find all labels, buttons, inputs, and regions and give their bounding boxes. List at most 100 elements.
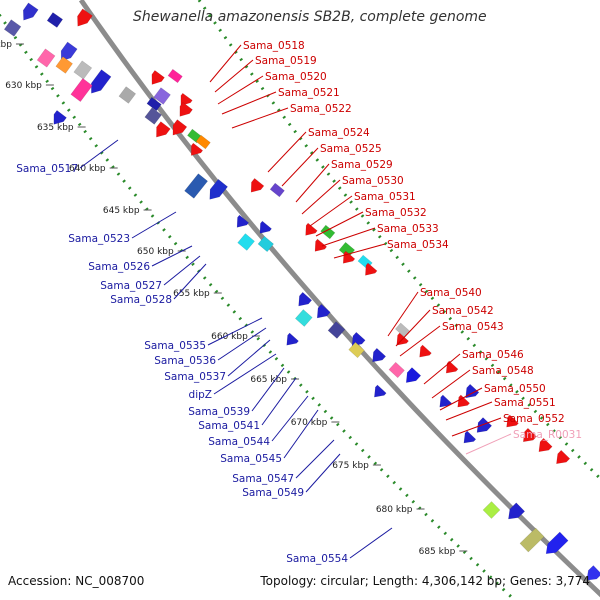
gene-feature [348, 341, 365, 359]
label-layer: Sama_0518Sama_0519Sama_0520Sama_0521Sama… [16, 40, 582, 565]
gene-label-reverse[interactable]: Sama_0537 [164, 371, 226, 383]
gene-label-forward[interactable]: Sama_0543 [442, 321, 504, 333]
gene-label-forward[interactable]: Sama_0522 [290, 103, 352, 115]
gene-feature [53, 110, 67, 125]
leader-line [399, 325, 441, 357]
gene-label-reverse[interactable]: Sama_0547 [232, 473, 294, 485]
leader-line [227, 339, 271, 377]
leader-line [333, 243, 386, 259]
gene-label-forward[interactable]: Sama_0546 [462, 349, 524, 361]
tick-label: 640 kbp [69, 164, 106, 174]
gene-label-reverse[interactable]: Sama_0545 [220, 453, 282, 465]
leader-line [173, 263, 207, 300]
gene-label-reverse[interactable]: Sama_0528 [110, 294, 172, 306]
tick-label: 675 kbp [332, 461, 369, 471]
gene-label-reverse[interactable]: Sama_0536 [154, 355, 216, 367]
accession-text: Accession: NC_008700 [8, 574, 145, 588]
leader-line [295, 163, 330, 203]
leader-line [163, 255, 201, 286]
leader-line [267, 131, 307, 173]
gene-feature [259, 220, 272, 234]
gene-label-reverse[interactable]: Sama_0541 [198, 420, 260, 432]
gene-label-forward[interactable]: Sama_0521 [278, 87, 340, 99]
leader-line [349, 527, 393, 559]
gene-label-forward[interactable]: Sama_0520 [265, 71, 327, 83]
tick-label: 665 kbp [250, 375, 287, 385]
gene-feature [91, 69, 112, 94]
gene-label-reverse[interactable]: Sama_0549 [242, 487, 304, 499]
tick-label: 685 kbp [419, 547, 456, 557]
leader-line [423, 353, 461, 385]
gene-feature [294, 309, 313, 327]
gene-feature [179, 102, 193, 117]
gene-label-forward[interactable]: Sama_0532 [365, 207, 427, 219]
leader-line [217, 75, 264, 105]
gene-label-reverse[interactable]: Sama_0554 [286, 553, 348, 565]
gene-label-reverse[interactable]: Sama_0523 [68, 233, 130, 245]
gene-feature [316, 303, 331, 319]
gene-label-reverse[interactable]: Sama_0517 [16, 163, 78, 175]
leader-line [131, 211, 177, 239]
gene-feature [476, 417, 493, 433]
leader-line [295, 439, 335, 479]
gene-feature [405, 367, 422, 383]
gene-feature [36, 48, 56, 68]
tick-label: 645 kbp [103, 206, 140, 216]
gene-label-forward[interactable]: Sama_0525 [320, 143, 382, 155]
gene-feature [556, 449, 571, 465]
gene-label-forward[interactable]: Sama_0550 [484, 383, 546, 395]
map-title: Shewanella amazonensis SB2B, complete ge… [133, 9, 487, 25]
gene-label-reverse[interactable]: Sama_0535 [144, 340, 206, 352]
gene-label-forward[interactable]: Sama_0519 [255, 55, 317, 67]
gene-label-reverse[interactable]: Sama_0544 [208, 436, 270, 448]
gene-label-forward[interactable]: Sama_0518 [243, 40, 305, 52]
gene-label-forward[interactable]: Sama_0548 [472, 365, 534, 377]
gene-feature [365, 262, 378, 276]
gene-feature [388, 361, 405, 379]
gene-feature [298, 291, 313, 307]
tick-label: 655 kbp [173, 289, 210, 299]
gene-label-forward[interactable]: Sama_R0031 [513, 429, 582, 441]
gene-feature [237, 233, 255, 251]
tick-label: 680 kbp [376, 505, 413, 515]
gene-feature [269, 182, 285, 198]
gene-feature [195, 134, 211, 150]
gene-feature [522, 427, 537, 443]
gene-label-reverse[interactable]: Sama_0526 [88, 261, 150, 273]
leader-line [261, 377, 297, 426]
gene-label-forward[interactable]: Sama_0530 [342, 175, 404, 187]
leader-line [209, 44, 242, 83]
gene-label-forward[interactable]: Sama_0540 [420, 287, 482, 299]
gene-feature [184, 173, 209, 199]
gene-feature [236, 214, 250, 228]
gene-label-forward[interactable]: Sama_0534 [387, 239, 449, 251]
gene-label-reverse[interactable]: Sama_0527 [100, 280, 162, 292]
gene-label-reverse[interactable]: Sama_0539 [188, 406, 250, 418]
gene-label-forward[interactable]: Sama_0533 [377, 223, 439, 235]
gene-feature [374, 384, 387, 398]
gene-feature [22, 2, 39, 21]
gene-label-forward[interactable]: Sama_0551 [494, 397, 556, 409]
gene-label-forward[interactable]: Sama_0552 [503, 413, 565, 425]
gene-feature [55, 56, 73, 74]
gene-label-forward[interactable]: Sama_0542 [432, 305, 494, 317]
gene-feature [314, 238, 328, 252]
gene-label-reverse[interactable]: dipZ [189, 389, 212, 401]
gene-label-forward[interactable]: Sama_0524 [308, 127, 370, 139]
tick-label: 660 kbp [211, 332, 248, 342]
gene-feature [77, 8, 93, 27]
gene-label-forward[interactable]: Sama_0529 [331, 159, 393, 171]
gene-feature [257, 235, 274, 253]
gene-label-forward[interactable]: Sama_0531 [354, 191, 416, 203]
gene-feature [172, 119, 188, 136]
tick-label: 635 kbp [37, 123, 74, 133]
gene-feature [3, 19, 22, 37]
gene-feature [190, 142, 204, 156]
gene-feature [439, 394, 452, 408]
gene-feature [70, 78, 93, 102]
leader-line [301, 179, 341, 215]
gene-feature [342, 250, 356, 264]
gene-feature [151, 70, 165, 85]
leader-line [79, 139, 119, 169]
